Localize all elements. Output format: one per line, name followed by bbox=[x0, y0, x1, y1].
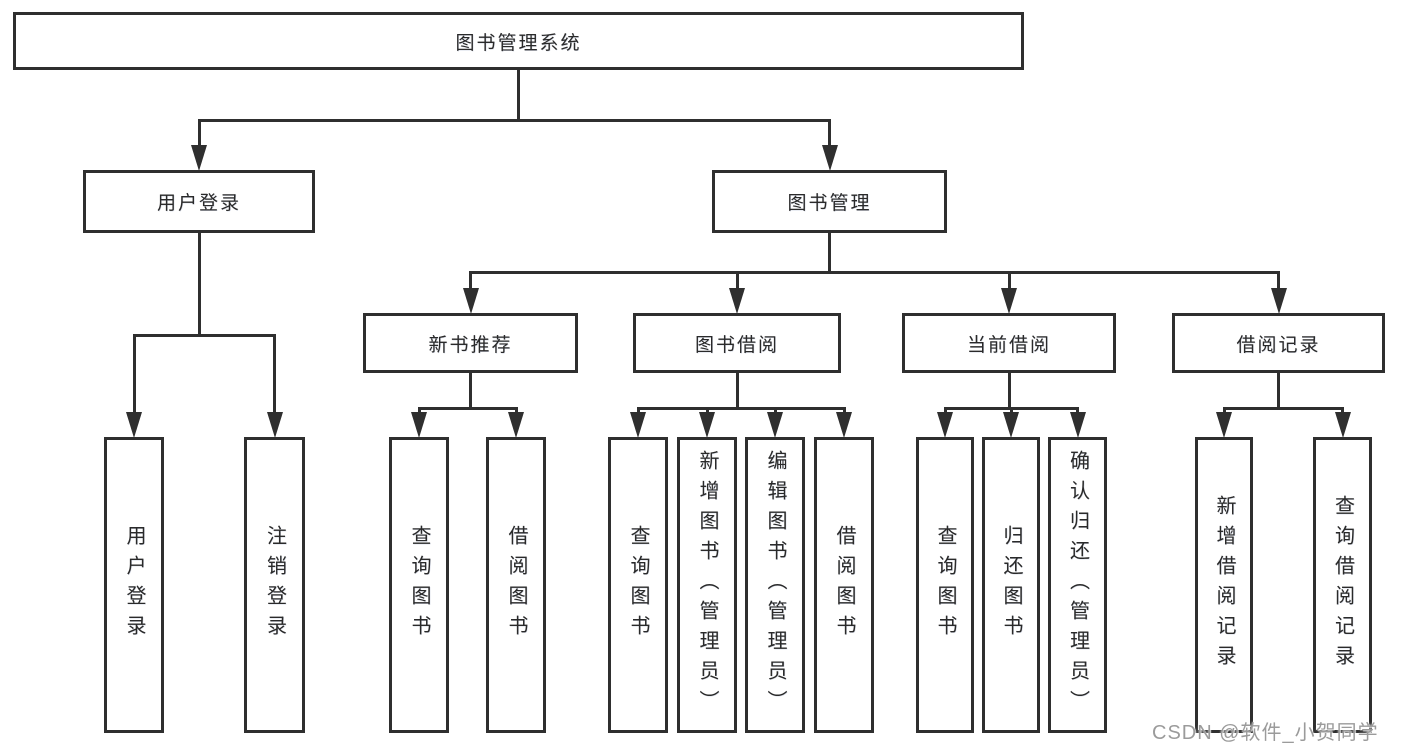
node-record-add: 新增借阅记录 bbox=[1195, 437, 1253, 733]
connector-stem-new-book-recommend bbox=[469, 373, 472, 408]
node-current-query-book: 查询图书 bbox=[916, 437, 974, 733]
connector-branch-login-user bbox=[132, 335, 136, 417]
node-login-user: 用户登录 bbox=[104, 437, 164, 733]
node-label-record-add: 新增借阅记录 bbox=[1213, 495, 1235, 675]
connector-rail-book-borrow bbox=[636, 406, 846, 410]
node-current-return-book: 归还图书 bbox=[982, 437, 1040, 733]
connector-stem-library-system bbox=[517, 70, 520, 120]
node-label-current-query-book: 查询图书 bbox=[934, 525, 956, 645]
connector-stem-current-borrow bbox=[1007, 373, 1011, 408]
connector-stem-book-borrow bbox=[735, 373, 739, 408]
node-user-login: 用户登录 bbox=[83, 170, 315, 233]
node-label-borrow-query-book: 查询图书 bbox=[627, 525, 649, 645]
arrowhead-borrow-edit-book bbox=[767, 412, 783, 438]
connector-stem-borrow-record bbox=[1277, 373, 1280, 408]
arrowhead-book-management bbox=[821, 145, 838, 171]
arrowhead-borrow-borrow-book bbox=[836, 412, 852, 438]
node-label-book-management: 图书管理 bbox=[787, 193, 872, 214]
connector-branch-user-login bbox=[197, 120, 201, 150]
arrowhead-recommend-borrow-book bbox=[508, 412, 524, 438]
arrowhead-borrow-query-book bbox=[630, 412, 646, 438]
node-current-confirm-return: 确认归还（管理员） bbox=[1048, 437, 1107, 733]
arrowhead-book-borrow bbox=[729, 288, 745, 314]
connector-branch-borrow-record bbox=[1277, 272, 1280, 293]
node-label-book-borrow: 图书借阅 bbox=[694, 334, 779, 356]
node-book-management: 图书管理 bbox=[712, 170, 947, 233]
connector-branch-book-management bbox=[828, 120, 831, 150]
connector-branch-new-book-recommend bbox=[469, 272, 472, 293]
node-label-login-logout: 注销登录 bbox=[263, 525, 286, 645]
node-borrow-edit-book: 编辑图书（管理员） bbox=[745, 437, 805, 733]
arrowhead-current-borrow bbox=[1001, 288, 1017, 314]
node-library-system: 图书管理系统 bbox=[13, 12, 1024, 70]
node-current-borrow: 当前借阅 bbox=[902, 313, 1116, 373]
node-label-user-login: 用户登录 bbox=[156, 193, 241, 214]
node-label-new-book-recommend: 新书推荐 bbox=[428, 334, 513, 356]
node-label-current-confirm-return: 确认归还（管理员） bbox=[1066, 450, 1089, 720]
connector-rail-new-book-recommend bbox=[417, 406, 518, 410]
node-borrow-add-book: 新增图书（管理员） bbox=[677, 437, 737, 733]
node-label-login-user: 用户登录 bbox=[123, 525, 145, 645]
node-book-borrow: 图书借阅 bbox=[633, 313, 841, 373]
connector-rail-book-management bbox=[469, 270, 1280, 274]
arrowhead-user-login bbox=[191, 145, 207, 171]
watermark: CSDN @软件_小贺同学 bbox=[1152, 722, 1379, 744]
node-borrow-record: 借阅记录 bbox=[1172, 313, 1385, 373]
node-label-current-borrow: 当前借阅 bbox=[966, 334, 1051, 356]
node-new-book-recommend: 新书推荐 bbox=[363, 313, 578, 373]
arrowhead-login-logout bbox=[266, 412, 283, 438]
node-borrow-borrow-book: 借阅图书 bbox=[814, 437, 874, 733]
node-label-record-query: 查询借阅记录 bbox=[1331, 495, 1354, 675]
connector-stem-book-management bbox=[828, 233, 831, 272]
node-label-borrow-edit-book: 编辑图书（管理员） bbox=[764, 450, 786, 720]
arrowhead-new-book-recommend bbox=[462, 288, 479, 314]
arrowhead-borrow-add-book bbox=[699, 412, 715, 438]
node-label-recommend-query-book: 查询图书 bbox=[408, 525, 430, 645]
arrowhead-current-query-book bbox=[937, 412, 953, 438]
arrowhead-login-user bbox=[126, 412, 142, 438]
node-label-recommend-borrow-book: 借阅图书 bbox=[505, 525, 527, 645]
connector-branch-current-borrow bbox=[1007, 272, 1011, 293]
node-label-borrow-add-book: 新增图书（管理员） bbox=[696, 450, 718, 720]
arrowhead-current-confirm-return bbox=[1069, 412, 1086, 438]
node-label-current-return-book: 归还图书 bbox=[1000, 525, 1022, 645]
node-login-logout: 注销登录 bbox=[244, 437, 305, 733]
connector-branch-book-borrow bbox=[735, 272, 739, 293]
node-label-borrow-record: 借阅记录 bbox=[1236, 334, 1321, 356]
arrowhead-current-return-book bbox=[1003, 412, 1019, 438]
node-record-query: 查询借阅记录 bbox=[1313, 437, 1372, 733]
node-borrow-query-book: 查询图书 bbox=[608, 437, 668, 733]
arrowhead-recommend-query-book bbox=[411, 412, 427, 438]
node-label-borrow-borrow-book: 借阅图书 bbox=[833, 525, 855, 645]
arrowhead-record-query bbox=[1334, 412, 1351, 438]
connector-rail-borrow-record bbox=[1222, 406, 1344, 410]
node-recommend-query-book: 查询图书 bbox=[389, 437, 449, 733]
connector-stem-user-login bbox=[197, 233, 201, 335]
arrowhead-borrow-record bbox=[1270, 288, 1287, 314]
arrowhead-record-add bbox=[1216, 412, 1232, 438]
connector-branch-login-logout bbox=[273, 335, 276, 417]
connector-rail-library-system bbox=[197, 118, 831, 122]
node-label-library-system: 图书管理系统 bbox=[455, 32, 582, 54]
node-recommend-borrow-book: 借阅图书 bbox=[486, 437, 546, 733]
connector-rail-user-login bbox=[132, 333, 276, 337]
